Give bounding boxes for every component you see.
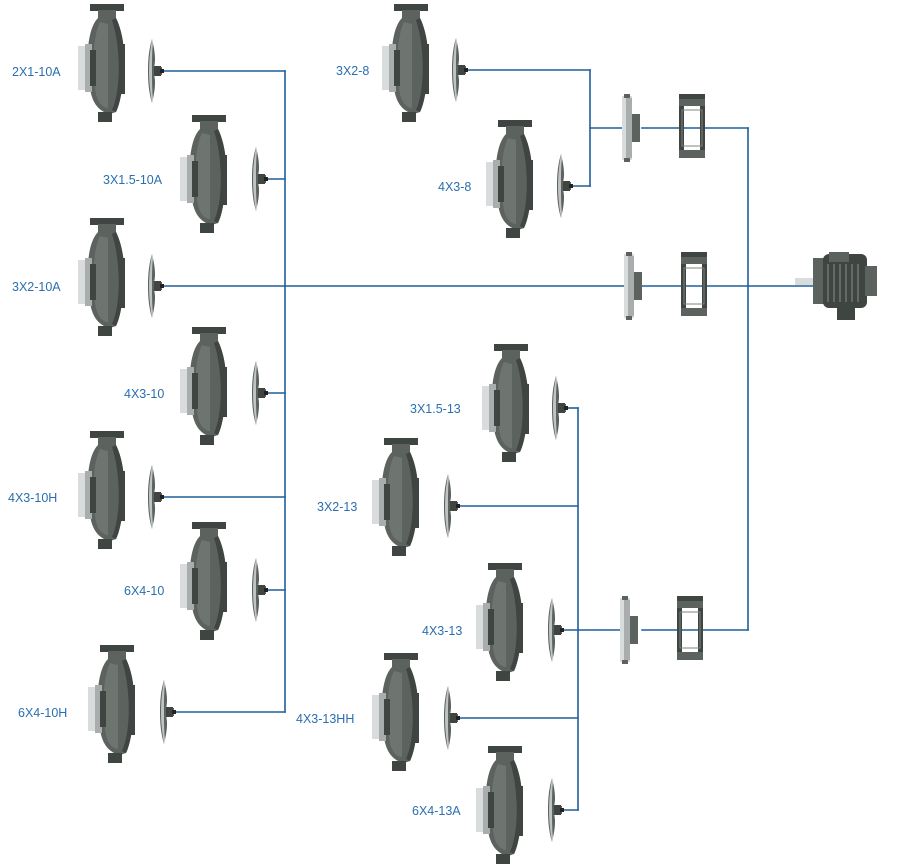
impeller-icon — [557, 154, 573, 218]
pump-label-4x3-13: 4X3-13 — [422, 624, 462, 638]
impeller-icon — [552, 376, 568, 440]
pump-label-2x1-10a: 2X1-10A — [12, 65, 61, 79]
pump-label-3x2-8: 3X2-8 — [336, 64, 369, 78]
power-end-components — [620, 94, 707, 664]
pump-label-4x3-8: 4X3-8 — [438, 180, 471, 194]
impeller-icon — [548, 598, 564, 662]
power-frame-icon — [677, 596, 703, 660]
pump-assembly-3x2-10a — [78, 218, 164, 336]
pump-assembly-6x4-10 — [180, 522, 268, 640]
impeller-icon — [252, 558, 268, 622]
pump-assembly-3x1-5-10a — [180, 115, 268, 233]
impeller-icon — [148, 465, 164, 529]
pump-assembly-3x2-8 — [382, 4, 468, 122]
power-end-group-10 — [624, 252, 707, 320]
bearing-adapter-icon — [624, 252, 642, 320]
pump-casing-icon — [88, 645, 135, 763]
motor-icon — [795, 252, 877, 320]
pump-label-6x4-10h: 6X4-10H — [18, 706, 67, 720]
pump-assembly-3x1-5-13 — [482, 344, 568, 462]
pump-label-6x4-13a: 6X4-13A — [412, 804, 461, 818]
pump-casing-icon — [180, 522, 227, 640]
pump-assembly-4x3-10 — [180, 327, 268, 445]
pump-assembly-4x3-13hh — [372, 653, 460, 771]
pump-casing-icon — [78, 431, 125, 549]
pump-casing-icon — [372, 653, 419, 771]
pump-assembly-6x4-10h — [88, 645, 176, 763]
pump-label-3x1-5-13: 3X1.5-13 — [410, 402, 461, 416]
pump-label-3x1-5-10a: 3X1.5-10A — [103, 173, 163, 187]
impeller-icon — [548, 778, 564, 842]
pump-label-4x3-10h: 4X3-10H — [8, 491, 57, 505]
pump-assembly-4x3-8 — [486, 120, 573, 238]
pump-label-4x3-10: 4X3-10 — [124, 387, 164, 401]
impeller-icon — [160, 680, 176, 744]
pump-label-3x2-10a: 3X2-10A — [12, 280, 61, 294]
pump-label-6x4-10: 6X4-10 — [124, 584, 164, 598]
pump-casing-icon — [382, 4, 429, 122]
pump-casing-icon — [372, 438, 419, 556]
pump-assembly-6x4-13a — [476, 746, 564, 864]
pump-assembly-2x1-10a — [78, 4, 164, 122]
pump-casing-icon — [78, 4, 125, 122]
bearing-adapter-icon — [620, 596, 638, 664]
impeller-icon — [444, 474, 460, 538]
pump-casing-icon — [476, 563, 523, 681]
pump-label-4x3-13hh: 4X3-13HH — [296, 712, 354, 726]
impeller-icon — [148, 39, 164, 103]
power-end-group-13 — [620, 596, 703, 664]
power-frame-icon — [681, 252, 707, 316]
impeller-icon — [452, 38, 468, 102]
pump-casing-icon — [486, 120, 533, 238]
impeller-icon — [444, 686, 460, 750]
pump-assembly-3x2-13 — [372, 438, 460, 556]
pump-casing-icon — [476, 746, 523, 864]
impeller-icon — [252, 147, 268, 211]
pump-assembly-4x3-13 — [476, 563, 564, 681]
pump-casing-icon — [78, 218, 125, 336]
pump-labels: 2X1-10A 3X1.5-10A 3X2-10A 4X3-10 4X3-10H 6X4-… — [8, 64, 471, 818]
pump-assemblies — [78, 4, 573, 864]
impeller-icon — [252, 361, 268, 425]
pump-casing-icon — [180, 115, 227, 233]
bearing-adapter-icon — [622, 94, 640, 162]
motor — [795, 252, 877, 320]
impeller-icon — [148, 254, 164, 318]
power-frame-icon — [679, 94, 705, 158]
power-end-group-8 — [622, 94, 705, 162]
pump-assembly-4x3-10h — [78, 431, 164, 549]
pump-casing-icon — [482, 344, 529, 462]
pump-label-3x2-13: 3X2-13 — [317, 500, 357, 514]
pump-casing-icon — [180, 327, 227, 445]
